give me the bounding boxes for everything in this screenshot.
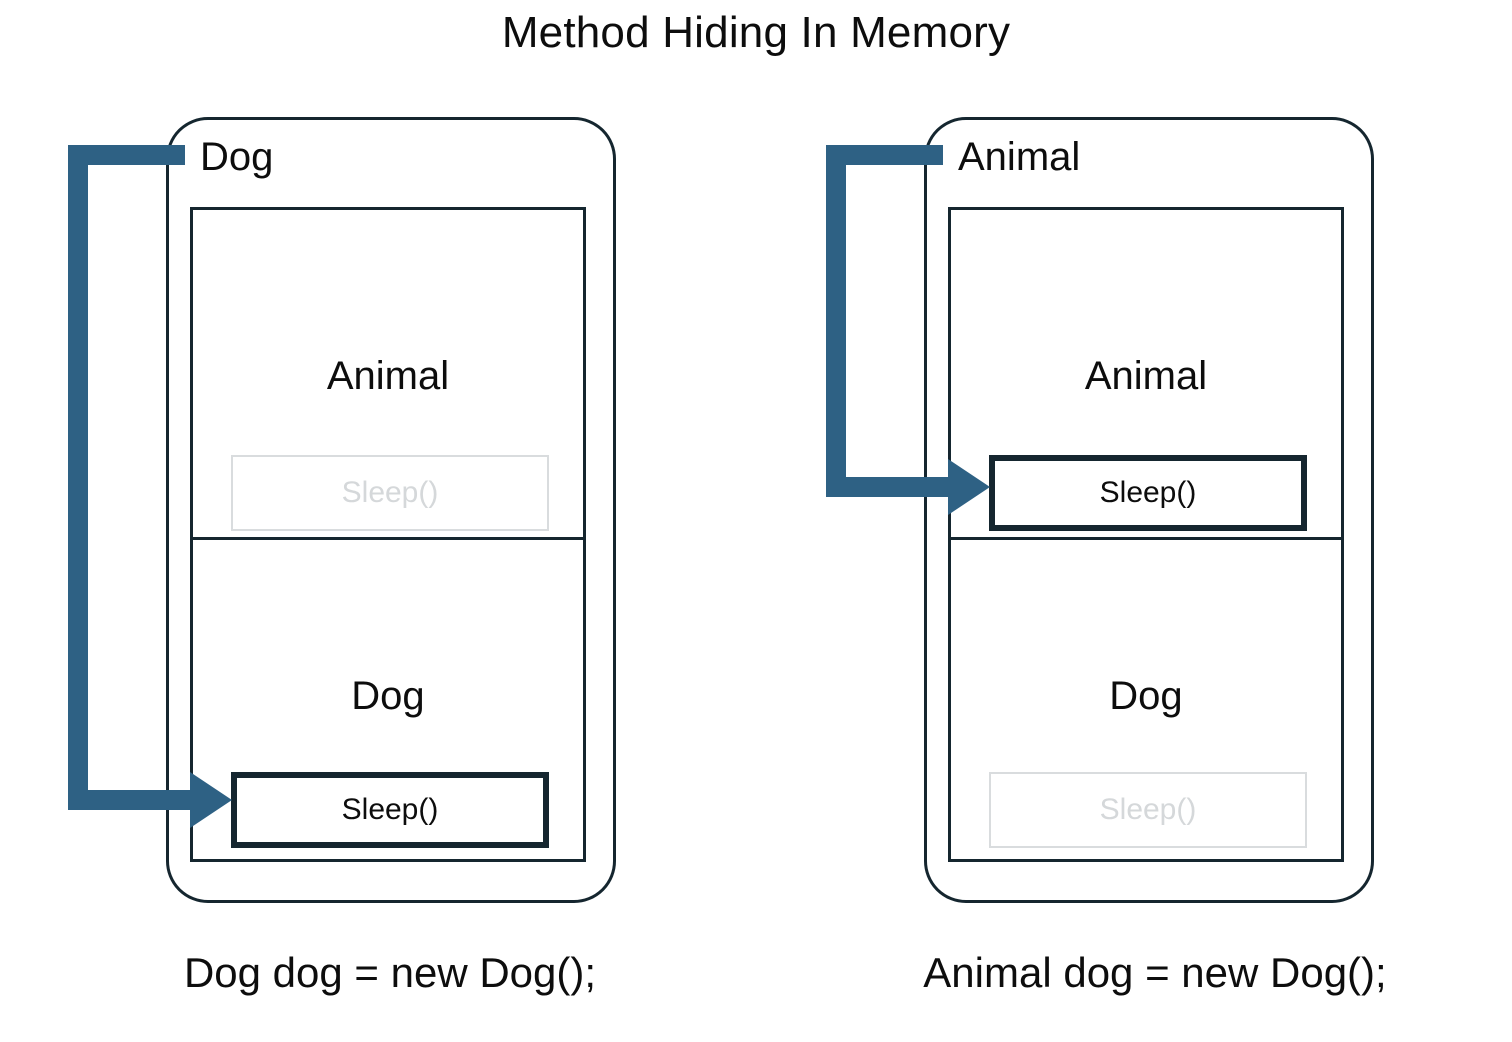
caption-right: Animal dog = new Dog(); bbox=[923, 949, 1387, 996]
section-label-animal-right: Animal bbox=[1084, 354, 1208, 398]
method-box-dog-sleep-left[interactable]: Sleep() bbox=[231, 772, 549, 848]
section-label-dog-right: Dog bbox=[1109, 674, 1183, 718]
object-layout-left: Animal Sleep() Dog Sleep() bbox=[190, 207, 586, 862]
object-layout-right: Animal Sleep() Dog Sleep() bbox=[948, 207, 1344, 862]
section-label-dog-left: Dog bbox=[351, 674, 425, 718]
memory-panel-left: Dog Animal Sleep() Dog Sleep() bbox=[166, 117, 616, 903]
memory-panel-right: Animal Animal Sleep() Dog Sleep() bbox=[924, 117, 1374, 903]
caption-left: Dog dog = new Dog(); bbox=[183, 949, 597, 996]
reference-type-label-right: Animal bbox=[958, 135, 1081, 179]
section-animal-right: Animal Sleep() bbox=[951, 210, 1341, 540]
page-title: Method Hiding In Memory bbox=[501, 8, 1011, 57]
method-box-animal-sleep-left[interactable]: Sleep() bbox=[231, 455, 549, 531]
reference-type-label-left: Dog bbox=[200, 135, 274, 179]
method-box-animal-sleep-right[interactable]: Sleep() bbox=[989, 455, 1307, 531]
section-dog-left: Dog Sleep() bbox=[193, 540, 583, 859]
section-label-animal-left: Animal bbox=[326, 354, 450, 398]
method-box-dog-sleep-right[interactable]: Sleep() bbox=[989, 772, 1307, 848]
section-dog-right: Dog Sleep() bbox=[951, 540, 1341, 859]
section-animal-left: Animal Sleep() bbox=[193, 210, 583, 540]
